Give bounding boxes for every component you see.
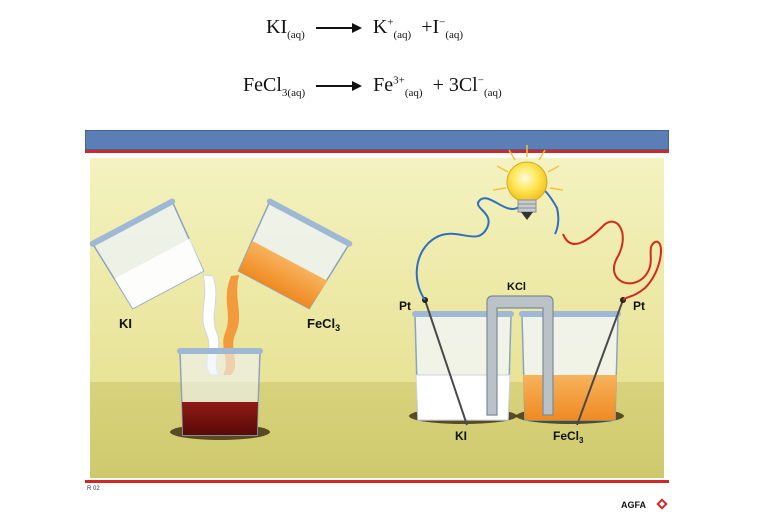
lightbulb-icon — [492, 145, 564, 220]
eq2-product1: Fe — [373, 74, 394, 96]
mixture-liquid — [182, 402, 258, 435]
header-bar — [85, 130, 669, 151]
reaction-arrow-icon — [315, 23, 362, 34]
eq2-product1-charge: 3+ — [393, 74, 405, 87]
pt-electrode-left — [424, 299, 468, 426]
eq1-product2: I — [432, 16, 440, 38]
eq2-product1-state: (aq) — [404, 87, 423, 99]
ki-pouring-beaker — [89, 198, 205, 310]
eq2-reactant-sub: 3 — [281, 87, 288, 99]
fecl3-beaker-rim — [519, 311, 621, 317]
label-ki-left: KI — [119, 316, 132, 331]
label-kcl: KCl — [507, 281, 526, 293]
eq2-product2-charge: − — [477, 74, 484, 87]
eq1-reactant: KI — [266, 16, 288, 38]
eq1-product1-state: (aq) — [393, 29, 412, 41]
eq2-product2: 3Cl — [448, 74, 478, 96]
header-red-line — [85, 150, 669, 153]
label-pt-right: Pt — [633, 299, 645, 313]
footer-red-line — [85, 480, 669, 483]
eq1-product1: K — [372, 16, 388, 38]
equation-ki: KI(aq) K+(aq) +I−(aq) — [266, 16, 464, 41]
pt-electrode-right — [576, 299, 624, 426]
wire-red — [562, 220, 662, 301]
salt-bridge — [486, 295, 554, 416]
label-fecl3-left: FeCl3 — [307, 316, 340, 333]
wire-blue — [415, 182, 560, 301]
eq2-product2-state: (aq) — [483, 87, 502, 99]
fecl3-liquid — [523, 375, 617, 420]
eq1-product1-charge: + — [387, 16, 394, 29]
eq1-product2-state: (aq) — [445, 29, 464, 41]
mix-beaker-rim — [177, 348, 263, 354]
footer-code: R 02 — [87, 486, 100, 492]
equation-fecl3: FeCl3(aq) Fe3+(aq) + 3Cl−(aq) — [243, 74, 502, 99]
agfa-logo-text: AGFA — [621, 500, 647, 510]
eq2-reactant: FeCl — [243, 74, 282, 96]
fecl3-pouring-beaker — [237, 198, 353, 310]
label-fecl3-bottom: FeCl3 — [553, 429, 584, 445]
eq2-reactant-state: (aq) — [287, 87, 306, 99]
agfa-logo: AGFA — [621, 498, 668, 510]
reaction-arrow-icon — [316, 81, 363, 92]
eq1-product2-charge: − — [439, 16, 446, 29]
label-ki-bottom: KI — [455, 429, 467, 443]
label-pt-left: Pt — [399, 299, 411, 313]
eq1-reactant-state: (aq) — [287, 29, 305, 41]
ki-beaker-rim — [412, 311, 514, 317]
experiment-illustration: KI FeCl3 KCl Pt Pt K — [85, 130, 669, 510]
